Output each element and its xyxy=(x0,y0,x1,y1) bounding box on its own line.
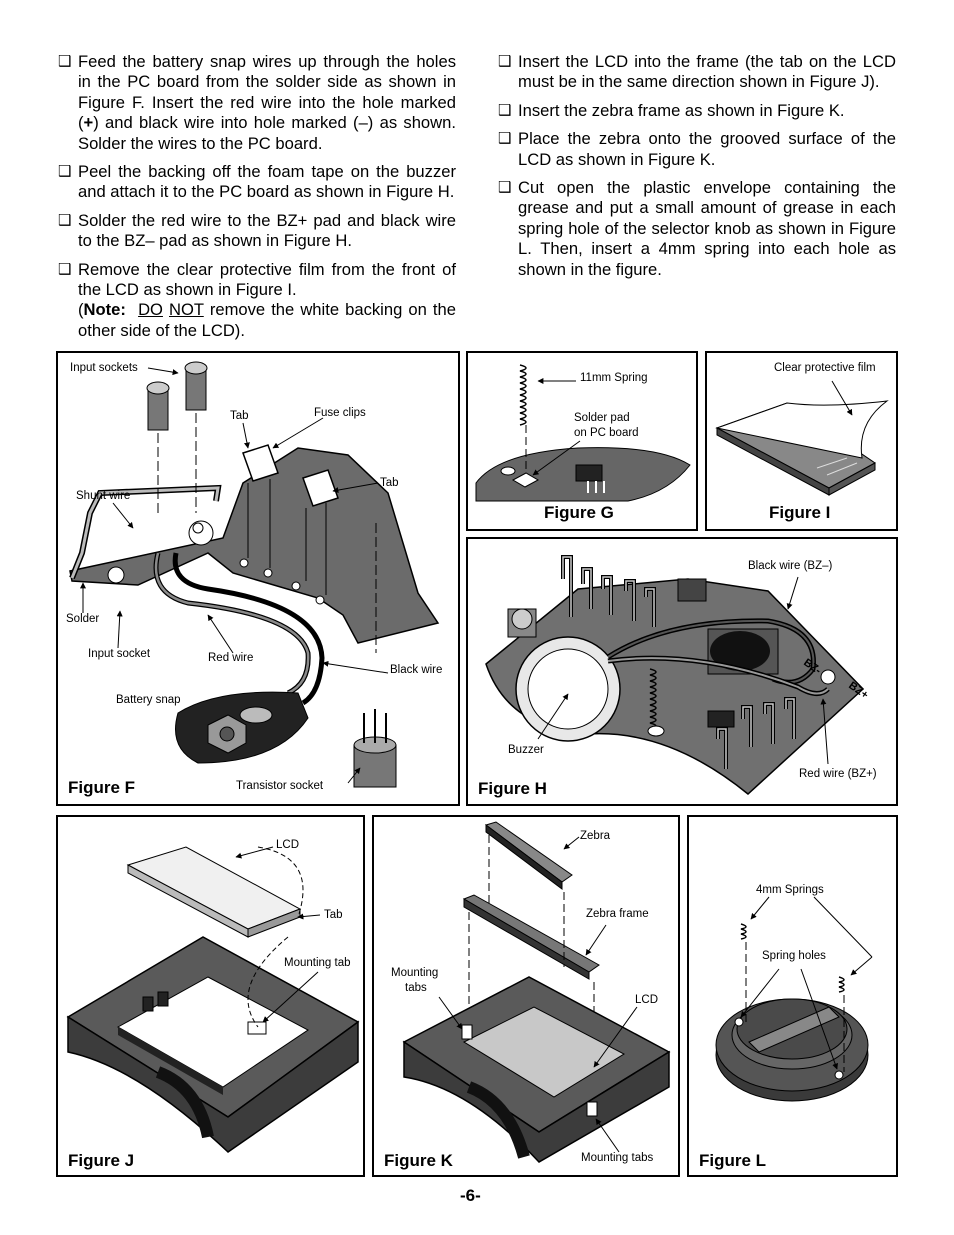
figure-l-illustration xyxy=(715,896,873,1102)
step-text: Place the zebra onto the grooved surface… xyxy=(518,129,896,169)
step-text: Insert the zebra frame as shown in Figur… xyxy=(518,100,845,120)
label-clear-film: Clear protective film xyxy=(774,362,876,374)
step-text: Peel the backing off the foam tape on th… xyxy=(78,162,456,202)
label-mounting-tabs: tabs xyxy=(405,982,427,994)
label-red-wire: Red wire (BZ+) xyxy=(799,768,877,780)
label-spring: 11mm Spring xyxy=(580,372,648,384)
label-tab: Tab xyxy=(230,410,249,422)
step-text: Solder the red wire to the BZ+ pad and b… xyxy=(78,210,456,251)
step-text: Cut open the plastic envelope containing… xyxy=(518,178,896,279)
label-zebra: Zebra xyxy=(580,830,611,842)
figure-j-illustration xyxy=(66,846,360,1153)
step-text: Insert the LCD into the frame (the tab o… xyxy=(518,52,896,92)
step-grease-springs: ❑ Cut open the plastic envelope containi… xyxy=(498,178,896,280)
label-lcd: LCD xyxy=(635,994,659,1006)
figure-k-illustration xyxy=(402,821,671,1163)
label-spring-holes: Spring holes xyxy=(762,950,826,962)
figure-title: Figure H xyxy=(478,779,547,798)
note-label: Note: xyxy=(83,300,126,320)
label-red-wire: Red wire xyxy=(208,652,254,664)
step-remove-lcd-film: ❑ Remove the clear protective film from … xyxy=(58,259,456,340)
checkbox-icon[interactable]: ❑ xyxy=(498,53,512,70)
plus-sign: + xyxy=(83,113,94,133)
checkbox-icon[interactable]: ❑ xyxy=(498,101,512,119)
figure-g: 11mm Spring Solder pad on PC board Figur… xyxy=(466,351,698,531)
figure-i: Clear protective film Figure I xyxy=(705,351,898,531)
figure-g-illustration xyxy=(475,364,691,502)
label-lcd: LCD xyxy=(276,839,300,851)
checkbox-icon[interactable]: ❑ xyxy=(498,130,512,148)
label-mounting-tab: Mounting tab xyxy=(284,957,351,969)
label-tab: Tab xyxy=(324,909,343,921)
figure-k: Zebra Zebra frame Mounting tabs LCD Moun… xyxy=(372,815,680,1177)
label-springs: 4mm Springs xyxy=(756,884,824,896)
figure-h: BZ- BZ+ Black wire (BZ–) Buzzer Red wire… xyxy=(466,537,898,806)
step-place-zebra: ❑ Place the zebra onto the grooved surfa… xyxy=(498,129,896,170)
step-insert-lcd: ❑ Insert the LCD into the frame (the tab… xyxy=(498,52,896,93)
step-solder-buzzer-wires: ❑ Solder the red wire to the BZ+ pad and… xyxy=(58,211,456,252)
step-peel-foam-tape: ❑ Peel the backing off the foam tape on … xyxy=(58,162,456,203)
label-tab: Tab xyxy=(380,477,399,489)
label-black-wire: Black wire xyxy=(390,664,443,676)
label-solder: Solder xyxy=(66,613,100,625)
figure-f: Input sockets Tab Fuse clips Tab Shunt w… xyxy=(56,351,460,806)
step-text: Remove the clear protective film from th… xyxy=(78,259,456,300)
label-shunt-wire: Shunt wire xyxy=(76,490,131,502)
label-input-socket: Input socket xyxy=(88,648,151,660)
figure-l: 4mm Springs Spring holes Figure L xyxy=(687,815,898,1177)
label-battery-snap: Battery snap xyxy=(116,694,181,706)
page-number: -6- xyxy=(460,1186,481,1205)
checkbox-icon[interactable]: ❑ xyxy=(58,53,72,70)
figure-title: Figure J xyxy=(68,1151,135,1170)
note-not: NOT xyxy=(169,300,204,320)
label-input-sockets: Input sockets xyxy=(70,362,138,374)
label-mounting-tabs: Mounting xyxy=(391,967,439,979)
step-feed-battery-wires: ❑ Feed the battery snap wires up through… xyxy=(58,52,456,154)
figure-title: Figure G xyxy=(544,503,614,522)
checkbox-icon[interactable]: ❑ xyxy=(58,211,72,229)
figure-title: Figure K xyxy=(384,1151,453,1170)
label-mounting-tabs: Mounting tabs xyxy=(581,1152,654,1164)
note-text: remove the white backing on the other si… xyxy=(78,300,456,340)
checkbox-icon[interactable]: ❑ xyxy=(58,163,72,181)
checkbox-icon[interactable]: ❑ xyxy=(58,260,72,278)
label-buzzer: Buzzer xyxy=(508,744,544,756)
label-transistor-socket: Transistor socket xyxy=(236,780,324,792)
label-fuse-clips: Fuse clips xyxy=(314,407,366,419)
figure-i-illustration xyxy=(715,380,889,496)
figure-title: Figure I xyxy=(769,503,831,522)
step-insert-zebra-frame: ❑ Insert the zebra frame as shown in Fig… xyxy=(498,101,896,121)
step-text: ) and black wire into hole marked (–) as… xyxy=(78,113,456,153)
label-black-wire: Black wire (BZ–) xyxy=(748,560,833,572)
figure-j: LCD Tab Mounting tab Figure J xyxy=(56,815,365,1177)
label-solder-pad: Solder pad xyxy=(574,412,630,424)
instructions-left-column: ❑ Feed the battery snap wires up through… xyxy=(58,52,456,349)
note-do: DO xyxy=(138,300,163,320)
figure-f-illustration xyxy=(69,361,440,788)
figure-h-illustration: BZ- BZ+ xyxy=(485,555,870,795)
step-text: Feed the battery snap wires up through t… xyxy=(78,52,456,133)
checkbox-icon[interactable]: ❑ xyxy=(498,179,512,197)
instructions-right-column: ❑ Insert the LCD into the frame (the tab… xyxy=(498,52,896,288)
figure-title: Figure F xyxy=(68,778,136,797)
label-solder-pad: on PC board xyxy=(574,427,639,439)
figure-title: Figure L xyxy=(699,1151,767,1170)
label-zebra-frame: Zebra frame xyxy=(586,908,649,920)
